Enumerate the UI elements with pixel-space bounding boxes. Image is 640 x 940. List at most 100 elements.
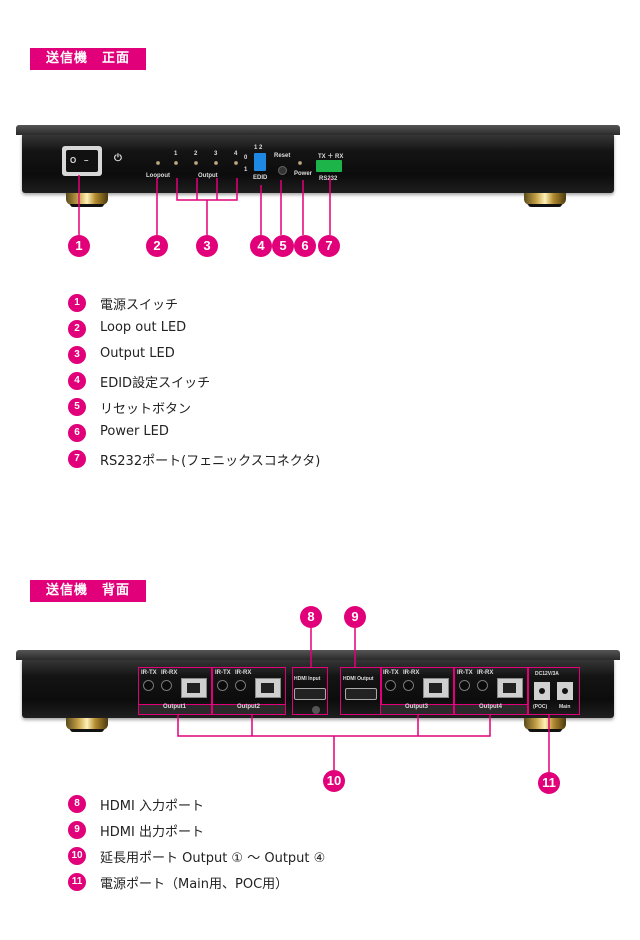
marker-5: 5	[272, 235, 294, 257]
output1-irtx-label: IR-TX	[141, 670, 157, 676]
dc-rating-label: DC12V/3A	[535, 671, 559, 677]
hdmi-output-label: HDMI Output	[343, 676, 374, 682]
legend-label-2: Loop out LED	[100, 320, 187, 335]
output3-irrx-jack[interactable]	[403, 680, 414, 691]
legend-num-3: 3	[68, 346, 86, 364]
dip-side-0: 0	[244, 155, 248, 161]
output1-irtx-jack[interactable]	[143, 680, 154, 691]
output2-irtx-jack[interactable]	[217, 680, 228, 691]
legend-label-1: 電源スイッチ	[100, 298, 179, 313]
marker-1: 1	[68, 235, 90, 257]
legend-label-9: HDMI 出力ポート	[100, 825, 204, 840]
output1-irrx-jack[interactable]	[161, 680, 172, 691]
front-foot-left	[66, 193, 108, 207]
marker-3: 3	[196, 235, 218, 257]
output1-port-group: IR-TX IR-RX Output1	[138, 667, 212, 715]
output-led-3	[214, 161, 218, 165]
dc-power-group: DC12V/3A (POC) Main	[528, 667, 580, 715]
output2-port-group: IR-TX IR-RX Output2	[212, 667, 286, 715]
reset-button[interactable]	[278, 166, 287, 175]
back-section-title: 送信機 背面	[30, 580, 146, 602]
marker-8: 8	[300, 606, 322, 628]
ground-screw	[312, 706, 320, 714]
reset-panel-label: Reset	[274, 153, 291, 159]
port-number-3: 3	[214, 151, 218, 157]
dip-side-1: 1	[244, 167, 248, 173]
front-callout-lines	[78, 175, 331, 235]
legend-label-7: RS232ポート(フェニックスコネクタ)	[100, 454, 321, 469]
output3-irrx-label: IR-RX	[403, 670, 420, 676]
legend-num-10: 10	[68, 847, 86, 865]
output4-label: Output4	[479, 704, 502, 710]
back-foot-right	[524, 718, 566, 732]
legend-label-10: 延長用ポート Output ① ～ Output ④	[100, 851, 326, 866]
output3-irtx-jack[interactable]	[385, 680, 396, 691]
main-dc-jack[interactable]	[557, 682, 573, 700]
output4-irrx-jack[interactable]	[477, 680, 488, 691]
legend-num-5: 5	[68, 398, 86, 416]
edid-dip-switch[interactable]	[254, 153, 266, 171]
legend-num-6: 6	[68, 424, 86, 442]
output2-label: Output2	[237, 704, 260, 710]
output4-rj45-port[interactable]	[497, 678, 523, 698]
output2-irtx-label: IR-TX	[215, 670, 231, 676]
legend-label-5: リセットボタン	[100, 402, 192, 417]
power-switch-off-label: –	[84, 156, 89, 165]
output-led-2	[194, 161, 198, 165]
output3-label: Output3	[405, 704, 428, 710]
marker-9: 9	[344, 606, 366, 628]
back-foot-left	[66, 718, 108, 732]
hdmi-input-group: HDMI Input	[292, 667, 328, 715]
poc-dc-jack[interactable]	[534, 682, 550, 700]
legend-num-2: 2	[68, 320, 86, 338]
output3-rj45-port[interactable]	[423, 678, 449, 698]
legend-label-8: HDMI 入力ポート	[100, 799, 204, 814]
hdmi-input-port[interactable]	[294, 688, 326, 700]
output3-irtx-label: IR-TX	[383, 670, 399, 676]
edid-panel-label: EDID	[253, 175, 268, 181]
power-symbol-icon: ⏻	[114, 153, 122, 164]
output-led-1	[174, 161, 178, 165]
legend-label-4: EDID設定スイッチ	[100, 376, 211, 391]
port-number-2: 2	[194, 151, 198, 157]
main-label: Main	[559, 704, 571, 710]
hdmi-output-port[interactable]	[345, 688, 377, 700]
output-panel-label: Output	[198, 173, 218, 179]
output1-rj45-port[interactable]	[181, 678, 207, 698]
output1-label: Output1	[163, 704, 186, 710]
marker-11: 11	[538, 772, 560, 794]
output4-irtx-jack[interactable]	[459, 680, 470, 691]
transmitter-back-panel: IR-TX IR-RX Output1 IR-TX IR-RX Output2 …	[16, 650, 620, 718]
power-switch[interactable]: O –	[62, 146, 102, 176]
output4-irtx-label: IR-TX	[457, 670, 473, 676]
output4-port-group: IR-TX IR-RX Output4	[454, 667, 528, 715]
legend-num-9: 9	[68, 821, 86, 839]
device-lid	[16, 125, 620, 135]
legend-num-7: 7	[68, 450, 86, 468]
output2-rj45-port[interactable]	[255, 678, 281, 698]
transmitter-front-panel: O – ⏻ Loopout 1 2 3 4 Output 0 1 1 2 EDI…	[16, 125, 620, 193]
rs232-phoenix-connector[interactable]	[316, 160, 342, 172]
front-foot-right	[524, 193, 566, 207]
port-number-1: 1	[174, 151, 178, 157]
marker-7: 7	[318, 235, 340, 257]
marker-10: 10	[323, 770, 345, 792]
port-number-4: 4	[234, 151, 238, 157]
power-led	[298, 161, 302, 165]
legend-num-1: 1	[68, 294, 86, 312]
power-switch-on-label: O	[70, 156, 77, 165]
device-lid-back	[16, 650, 620, 660]
output4-irrx-label: IR-RX	[477, 670, 494, 676]
legend-label-6: Power LED	[100, 424, 169, 439]
output1-irrx-label: IR-RX	[161, 670, 178, 676]
legend-num-4: 4	[68, 372, 86, 390]
loopout-panel-label: Loopout	[146, 173, 170, 179]
back-callout-lines	[177, 628, 550, 772]
txrx-panel-label: TX ＋ RX	[318, 154, 344, 160]
front-section-title: 送信機 正面	[30, 48, 146, 70]
legend-label-11: 電源ポート（Main用、POC用）	[100, 877, 289, 892]
output2-irrx-label: IR-RX	[235, 670, 252, 676]
marker-2: 2	[146, 235, 168, 257]
output2-irrx-jack[interactable]	[235, 680, 246, 691]
marker-6: 6	[294, 235, 316, 257]
